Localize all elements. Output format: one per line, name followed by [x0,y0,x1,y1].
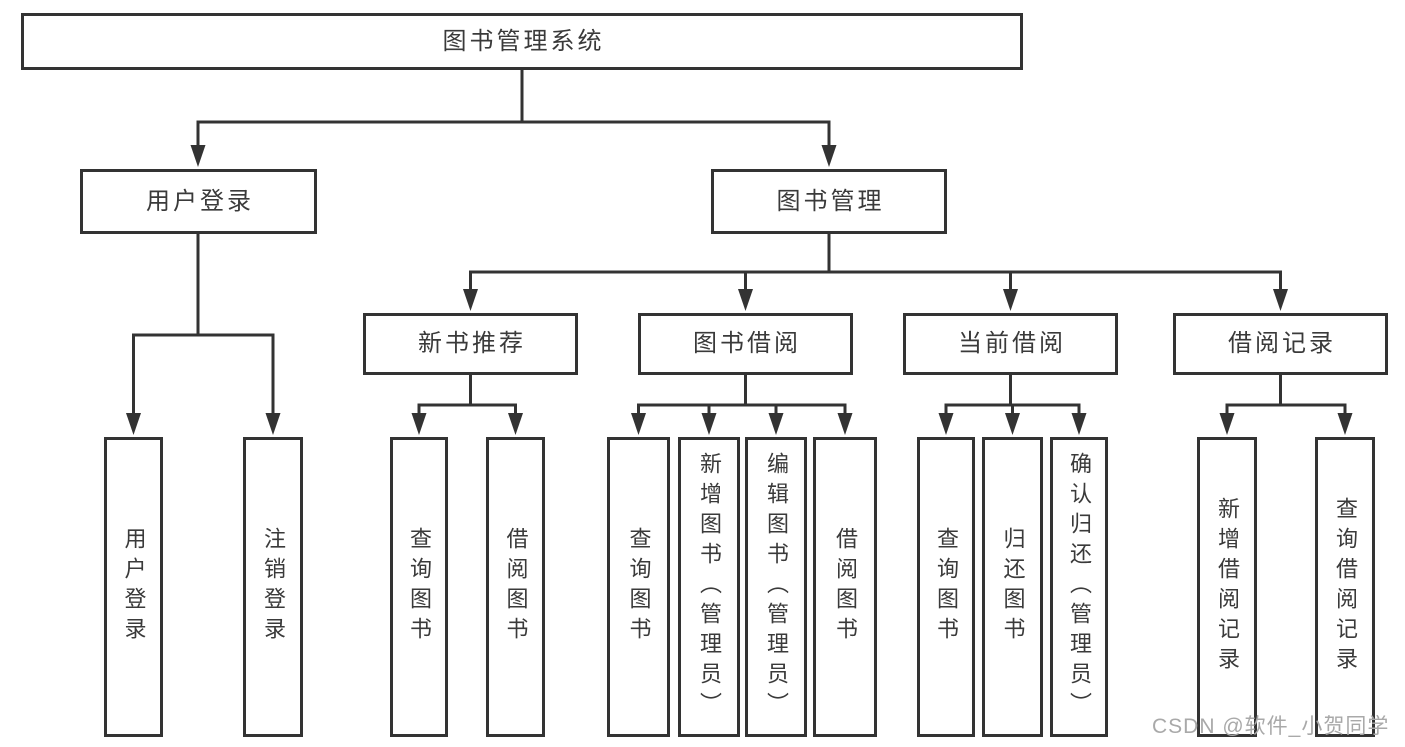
csdn-watermark: CSDN @软件_小贺同学 [1152,715,1390,738]
node-root: 图书管理系统 [21,13,1023,70]
leaf-add-books-admin-label: 新增图书（管理员） [697,452,722,722]
leaf-confirm-return-admin-label: 确认归还（管理员） [1067,452,1092,722]
leaf-user-login-label: 用户登录 [121,527,147,647]
leaf-borrow-books-recommend-label: 借阅图书 [503,527,529,647]
leaf-logout-label: 注销登录 [261,527,286,647]
leaf-query-books-current-label: 查询图书 [934,527,959,647]
node-borrowing-records: 借阅记录 [1173,313,1388,375]
leaf-query-borrow-record: 查询借阅记录 [1315,437,1375,737]
node-borrowing-records-label: 借阅记录 [1228,330,1336,357]
leaf-add-books-admin: 新增图书（管理员） [678,437,740,737]
leaf-confirm-return-admin: 确认归还（管理员） [1050,437,1108,737]
node-new-book-recommend: 新书推荐 [363,313,578,375]
leaf-add-borrow-record: 新增借阅记录 [1197,437,1257,737]
leaf-edit-books-admin: 编辑图书（管理员） [745,437,807,737]
leaf-return-books: 归还图书 [982,437,1043,737]
leaf-query-books-recommend: 查询图书 [390,437,448,737]
leaf-return-books-label: 归还图书 [1000,527,1026,647]
node-book-management: 图书管理 [711,169,947,234]
leaf-query-borrow-record-label: 查询借阅记录 [1333,497,1358,677]
node-book-borrowing: 图书借阅 [638,313,853,375]
node-current-borrowing: 当前借阅 [903,313,1118,375]
leaf-borrow-books-recommend: 借阅图书 [486,437,545,737]
leaf-borrow-books-borrowing: 借阅图书 [813,437,877,737]
leaf-edit-books-admin-label: 编辑图书（管理员） [764,452,789,722]
node-book-management-label: 图书管理 [776,187,885,215]
node-new-book-recommend-label: 新书推荐 [418,330,526,357]
arrowhead-group [126,145,1353,435]
leaf-user-login: 用户登录 [104,437,163,737]
node-current-borrowing-label: 当前借阅 [958,330,1066,357]
leaf-query-books-borrowing: 查询图书 [607,437,670,737]
node-book-borrowing-label: 图书借阅 [693,330,801,357]
leaf-query-books-recommend-label: 查询图书 [407,527,432,647]
node-root-label: 图书管理系统 [442,27,605,55]
leaf-add-borrow-record-label: 新增借阅记录 [1215,497,1240,677]
leaf-borrow-books-borrowing-label: 借阅图书 [833,527,858,647]
leaf-query-books-borrowing-label: 查询图书 [626,527,652,647]
leaf-query-books-current: 查询图书 [917,437,975,737]
node-user-login: 用户登录 [80,169,317,234]
node-user-login-label: 用户登录 [146,187,254,215]
leaf-logout: 注销登录 [243,437,303,737]
